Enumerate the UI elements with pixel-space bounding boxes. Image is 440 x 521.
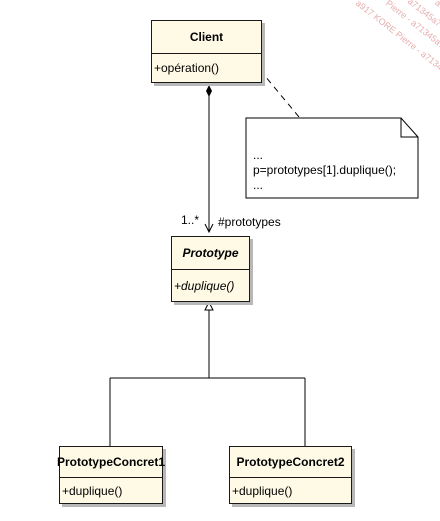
class-prototype-concret2[interactable]: PrototypeConcret2 +duplique() bbox=[229, 446, 352, 504]
generalization-triangle bbox=[204, 300, 214, 311]
note-shape bbox=[245, 117, 419, 199]
note-fold bbox=[400, 118, 418, 138]
note-line: p=prototypes[1].duplique(); bbox=[253, 163, 397, 177]
note-anchor-line bbox=[259, 69, 300, 118]
class-name: PrototypeConcret1 bbox=[57, 447, 165, 478]
class-operation: +duplique() bbox=[174, 278, 235, 293]
role-label: #prototypes bbox=[218, 215, 281, 229]
class-operation: +duplique() bbox=[62, 483, 123, 498]
note-line: ... bbox=[253, 178, 264, 192]
note-line: ... bbox=[253, 148, 264, 162]
class-prototype[interactable]: Prototype +duplique() bbox=[171, 236, 250, 302]
composition-diamond bbox=[206, 85, 212, 97]
class-name: Prototype bbox=[172, 237, 249, 270]
class-operation: +opération() bbox=[154, 61, 220, 75]
class-operation: +duplique() bbox=[232, 483, 293, 498]
class-name: PrototypeConcret2 bbox=[230, 447, 351, 478]
association-arrowhead bbox=[204, 223, 214, 234]
multiplicity-label: 1..* bbox=[181, 213, 200, 227]
class-prototype-concret1[interactable]: PrototypeConcret1 +duplique() bbox=[57, 446, 165, 504]
class-name: Client bbox=[152, 21, 261, 54]
class-client[interactable]: Client +opération() bbox=[151, 20, 262, 83]
